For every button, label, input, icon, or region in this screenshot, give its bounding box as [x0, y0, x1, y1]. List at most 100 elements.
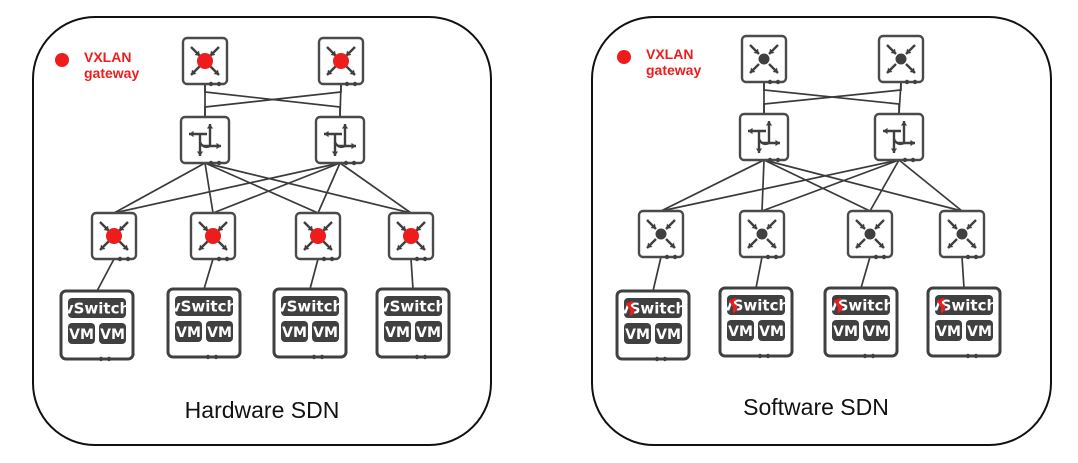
- vswitch-label: vSwitch: [277, 298, 343, 316]
- vm-badge: VM: [312, 321, 339, 342]
- link-access-server: [96, 258, 115, 292]
- converge-arrows-icon: [747, 219, 777, 249]
- access-switch: [846, 209, 894, 260]
- converge-arrows-icon: [886, 44, 916, 74]
- vxlan-gateway-dot-icon: [310, 228, 326, 244]
- vm-badge: VM: [281, 321, 308, 342]
- routing-arrows-icon: [324, 124, 356, 156]
- converge-arrows-icon: [303, 221, 333, 251]
- links: [652, 81, 965, 292]
- vm-label: VM: [313, 325, 338, 341]
- access-switch: [387, 211, 435, 262]
- core-switch: [877, 34, 925, 85]
- device-frame: [314, 115, 366, 165]
- vm-badge: VM: [966, 320, 993, 341]
- vxlan-gateway-mark-icon: [833, 297, 843, 314]
- core-switch: [740, 34, 788, 85]
- converge-arrows-icon: [326, 46, 356, 76]
- converge-arrows-icon: [198, 221, 228, 251]
- vm-badge: VM: [68, 323, 95, 344]
- link-agg-access: [761, 159, 900, 212]
- vswitch-badge: vSwitch: [723, 295, 789, 315]
- link-agg-access: [763, 159, 871, 212]
- link-agg-access: [660, 159, 900, 212]
- vxlan-gateway-mark-icon: [625, 300, 635, 317]
- access-switch: [637, 209, 685, 260]
- vswitch-label: vSwitch: [828, 297, 894, 315]
- vswitch-badge: vSwitch: [828, 295, 894, 315]
- link-agg-access: [763, 159, 963, 212]
- switch-core-dot-icon: [864, 228, 876, 240]
- vm-badge: VM: [832, 320, 859, 341]
- vxlan-gateway-dot-icon: [403, 228, 419, 244]
- switch-core-dot-icon: [756, 228, 768, 240]
- switch-core-dot-icon: [895, 53, 907, 65]
- vxlan-gateway-mark-icon: [936, 297, 946, 314]
- vm-label: VM: [833, 324, 858, 340]
- vm-label: VM: [282, 325, 307, 341]
- core-switch: [317, 36, 365, 87]
- aggregation-router: [179, 115, 231, 166]
- vswitch-label: vSwitch: [171, 298, 237, 316]
- vswitch-badge: vSwitch: [380, 296, 446, 316]
- routing-arrows-icon: [189, 124, 221, 156]
- vxlan-gateway-dot-icon: [333, 53, 349, 69]
- vswitch-label: vSwitch: [380, 298, 446, 316]
- device-frame: [179, 115, 231, 165]
- link-agg-access: [869, 159, 900, 212]
- converge-arrows-icon: [947, 219, 977, 249]
- vm-label: VM: [625, 327, 650, 343]
- link-access-server: [203, 258, 214, 290]
- aggregation-router: [873, 112, 925, 163]
- vm-badge: VM: [758, 320, 785, 341]
- red-dot-icon: [617, 50, 631, 64]
- vswitch-label: vSwitch: [620, 300, 686, 318]
- aggregation-router: [738, 112, 790, 163]
- vswitch-label: vSwitch: [723, 297, 789, 315]
- vxlan-gateway-dot-icon: [197, 53, 213, 69]
- link-agg-access: [204, 162, 412, 214]
- vm-badge: VM: [206, 321, 233, 342]
- link-agg-access: [660, 159, 765, 212]
- vm-badge: VM: [175, 321, 202, 342]
- vm-label: VM: [100, 327, 125, 343]
- vm-badge: VM: [655, 323, 682, 344]
- vm-label: VM: [176, 325, 201, 341]
- vswitch-badge: vSwitch: [171, 296, 237, 316]
- link-access-server: [309, 258, 319, 290]
- link-agg-access: [204, 162, 319, 214]
- converge-arrows-icon: [396, 221, 426, 251]
- vm-label: VM: [416, 325, 441, 341]
- vxlan-gateway-mark-icon: [728, 297, 738, 314]
- link-agg-access: [898, 159, 963, 212]
- switch-core-dot-icon: [956, 228, 968, 240]
- aggregation-router: [314, 115, 366, 166]
- panel-title: Hardware SDN: [185, 397, 340, 423]
- link-agg-access: [113, 162, 341, 214]
- vm-badge: VM: [384, 321, 411, 342]
- vm-badge: VM: [415, 321, 442, 342]
- vm-label: VM: [967, 324, 992, 340]
- vm-label: VM: [69, 327, 94, 343]
- routing-arrows-icon: [748, 121, 780, 153]
- link-agg-access: [339, 162, 412, 214]
- vm-label: VM: [728, 324, 753, 340]
- vm-badge: VM: [863, 320, 890, 341]
- vm-label: VM: [936, 324, 961, 340]
- vswitch-badge: vSwitch: [277, 296, 343, 316]
- vxlan-gateway-dot-icon: [205, 228, 221, 244]
- access-switch: [90, 211, 138, 262]
- converge-arrows-icon: [749, 44, 779, 74]
- device-frame: [873, 112, 925, 162]
- legend-line1: VXLAN: [646, 46, 693, 62]
- link-agg-access: [317, 162, 341, 214]
